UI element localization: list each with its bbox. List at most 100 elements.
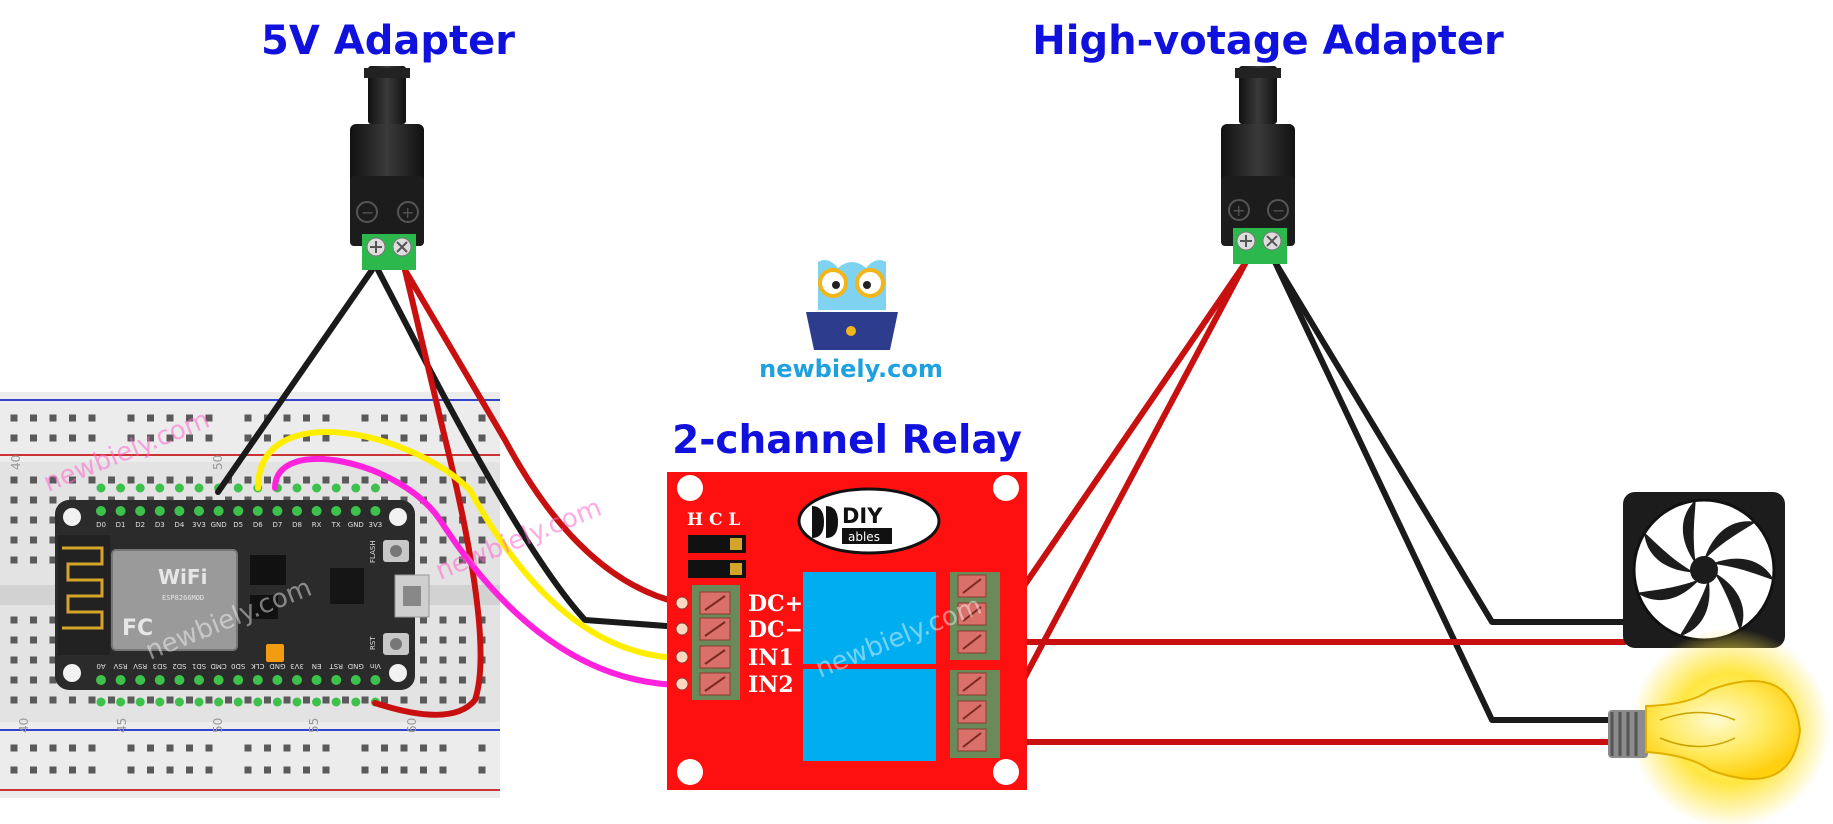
- breadboard-hole: [69, 766, 76, 774]
- breadboard-hole: [166, 476, 174, 484]
- breadboard-hole: [127, 476, 135, 484]
- breadboard-hole: [30, 676, 37, 684]
- breadboard-hole: [10, 556, 18, 564]
- breadboard-hole: [127, 696, 135, 704]
- breadboard-hole: [186, 696, 193, 704]
- dc-jack-icon: + −: [1221, 66, 1295, 264]
- breadboard-hole: [30, 476, 37, 484]
- breadboard-hole: [49, 556, 57, 564]
- breadboard-hole: [10, 414, 18, 422]
- header-pin: [115, 675, 126, 685]
- header-pin: [116, 483, 126, 493]
- screw-slot: [704, 649, 726, 665]
- breadboard-hole: [49, 696, 57, 704]
- breadboard-hole: [303, 476, 310, 484]
- header-pin: [155, 697, 165, 707]
- header-pin: [154, 506, 165, 516]
- svg-text:−: −: [361, 203, 374, 222]
- breadboard-hole: [420, 676, 427, 684]
- breadboard-hole: [166, 766, 174, 774]
- header-pin: [292, 506, 302, 516]
- pin-label-top: D0: [96, 521, 106, 529]
- breadboard-hole: [439, 616, 447, 624]
- breadboard-hole: [30, 616, 37, 624]
- header-pin: [194, 506, 204, 516]
- header-pin: [115, 506, 126, 516]
- header-pin: [135, 506, 146, 516]
- breadboard-hole: [10, 434, 18, 442]
- breadboard-hole: [127, 744, 135, 752]
- breadboard-hole: [439, 676, 447, 684]
- svg-text:−: −: [1272, 201, 1285, 220]
- light-bulb-icon: [1608, 628, 1830, 824]
- breadboard-hole: [69, 476, 76, 484]
- pin-label-top: D1: [116, 521, 126, 529]
- breadboard-hole: [264, 476, 271, 484]
- header-pin: [135, 675, 146, 685]
- breadboard-hole: [88, 744, 96, 752]
- breadboard-hole: [381, 476, 388, 484]
- breadboard-hole: [400, 414, 408, 422]
- breadboard-hole: [459, 676, 466, 684]
- breadboard-hole: [478, 556, 486, 564]
- wire-magenta-in2: [272, 456, 683, 688]
- pin-label-bottom: RST: [329, 662, 343, 670]
- breadboard-hole: [400, 766, 408, 774]
- adapter-hv-title: High-votage Adapter: [1032, 18, 1504, 64]
- relay-pin-label: DC+: [748, 591, 803, 617]
- pin-label-top: 3V3: [369, 521, 383, 529]
- breadboard-hole: [244, 434, 252, 442]
- breadboard-hole: [49, 434, 57, 442]
- pin-label-bottom: 3V3: [290, 662, 304, 670]
- breadboard-hole: [205, 414, 213, 422]
- adapter-5v-title: 5V Adapter: [261, 18, 515, 64]
- header-pin: [331, 506, 342, 516]
- breadboard-hole: [478, 696, 486, 704]
- pin-label-top: D5: [233, 521, 243, 529]
- breadboard-hole: [264, 434, 271, 442]
- breadboard-hole: [478, 434, 486, 442]
- breadboard-col-number: 40: [9, 455, 23, 470]
- breadboard-hole: [342, 696, 349, 704]
- breadboard-hole: [69, 696, 76, 704]
- breadboard-hole: [147, 766, 154, 774]
- breadboard-hole: [478, 744, 486, 752]
- breadboard-hole: [147, 414, 154, 422]
- breadboard-hole: [30, 656, 37, 664]
- breadboard-hole: [400, 434, 408, 442]
- breadboard-col-number: 60: [405, 718, 419, 733]
- breadboard-hole: [381, 414, 388, 422]
- breadboard-hole: [186, 434, 193, 442]
- breadboard-hole: [49, 496, 57, 504]
- breadboard-hole: [88, 414, 96, 422]
- breadboard-hole: [30, 496, 37, 504]
- breadboard-hole: [459, 656, 466, 664]
- header-pin: [154, 675, 165, 685]
- header-pin: [135, 483, 145, 493]
- breadboard-hole: [439, 476, 447, 484]
- pin-label-bottom: Vin: [370, 662, 381, 670]
- breadboard-hole: [186, 744, 193, 752]
- breadboard-hole: [459, 556, 466, 564]
- breadboard-col-number: 45: [115, 718, 129, 733]
- breadboard-col-number: 50: [211, 455, 225, 470]
- header-pin: [233, 675, 244, 685]
- breadboard-hole: [439, 696, 447, 704]
- breadboard-hole: [166, 744, 174, 752]
- breadboard-hole: [420, 536, 427, 544]
- breadboard-hole: [439, 636, 447, 644]
- breadboard-hole: [88, 434, 96, 442]
- breadboard-col-number: 50: [211, 718, 225, 733]
- header-pin: [292, 697, 302, 707]
- pin-label-bottom: SD3: [153, 662, 167, 670]
- breadboard-hole: [30, 696, 37, 704]
- header-pin: [135, 697, 145, 707]
- breadboard-hole: [88, 476, 96, 484]
- breadboard-hole: [244, 696, 252, 704]
- breadboard-hole: [49, 414, 57, 422]
- pin-label-bottom: SD0: [231, 662, 245, 670]
- breadboard-hole: [361, 744, 369, 752]
- breadboard-hole: [244, 476, 252, 484]
